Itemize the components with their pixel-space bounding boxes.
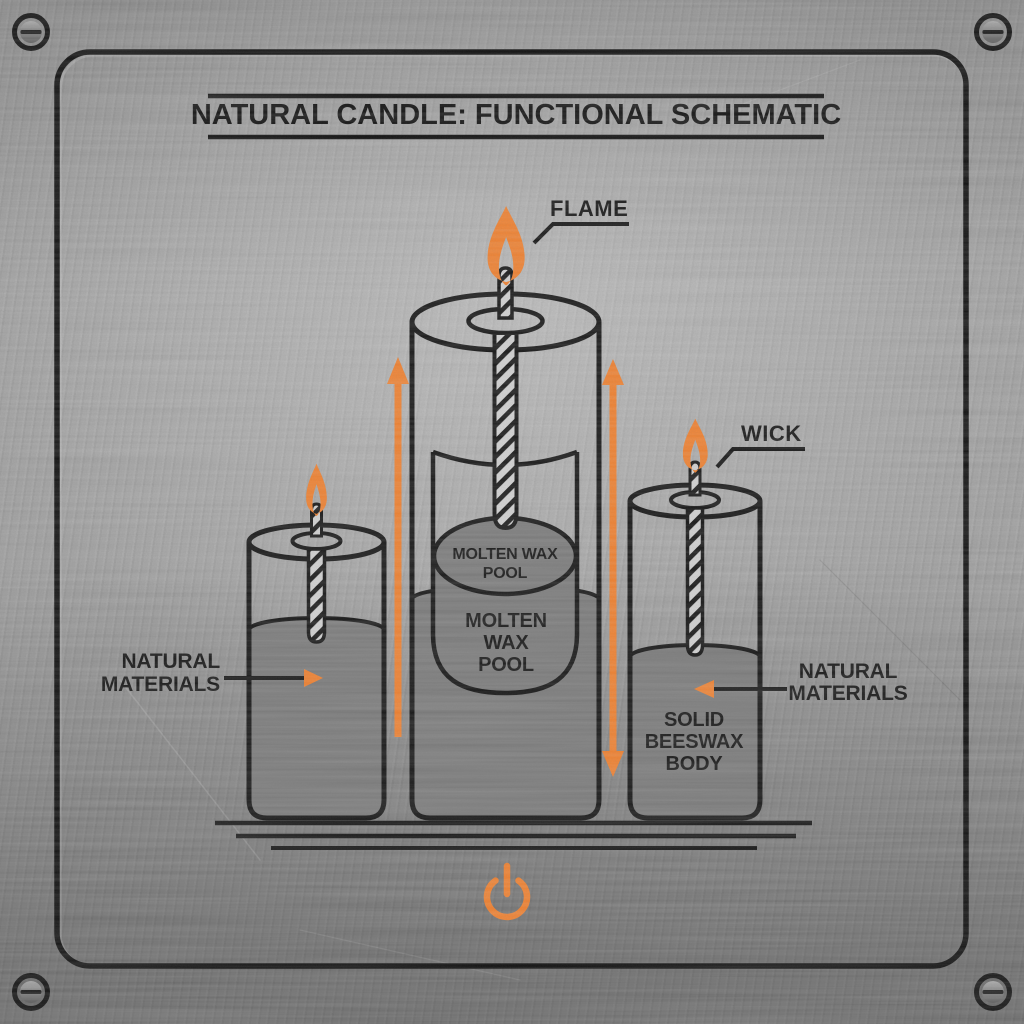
label-flame: FLAME (550, 196, 629, 221)
label-molten-wax-pool-inner: MOLTEN WAX POOL (452, 546, 558, 582)
label-solid-beeswax-body: SOLID BEESWAX BODY (644, 709, 744, 775)
label-natural-materials-left: NATURAL MATERIALS (100, 650, 220, 696)
page-title: NATURAL CANDLE: FUNCTIONAL SCHEMATIC (190, 99, 842, 131)
label-wick: WICK (741, 421, 802, 446)
label-molten-wax-pool-outer: MOLTEN WAX POOL (465, 610, 547, 676)
label-natural-materials-right: NATURAL MATERIALS (788, 660, 908, 705)
